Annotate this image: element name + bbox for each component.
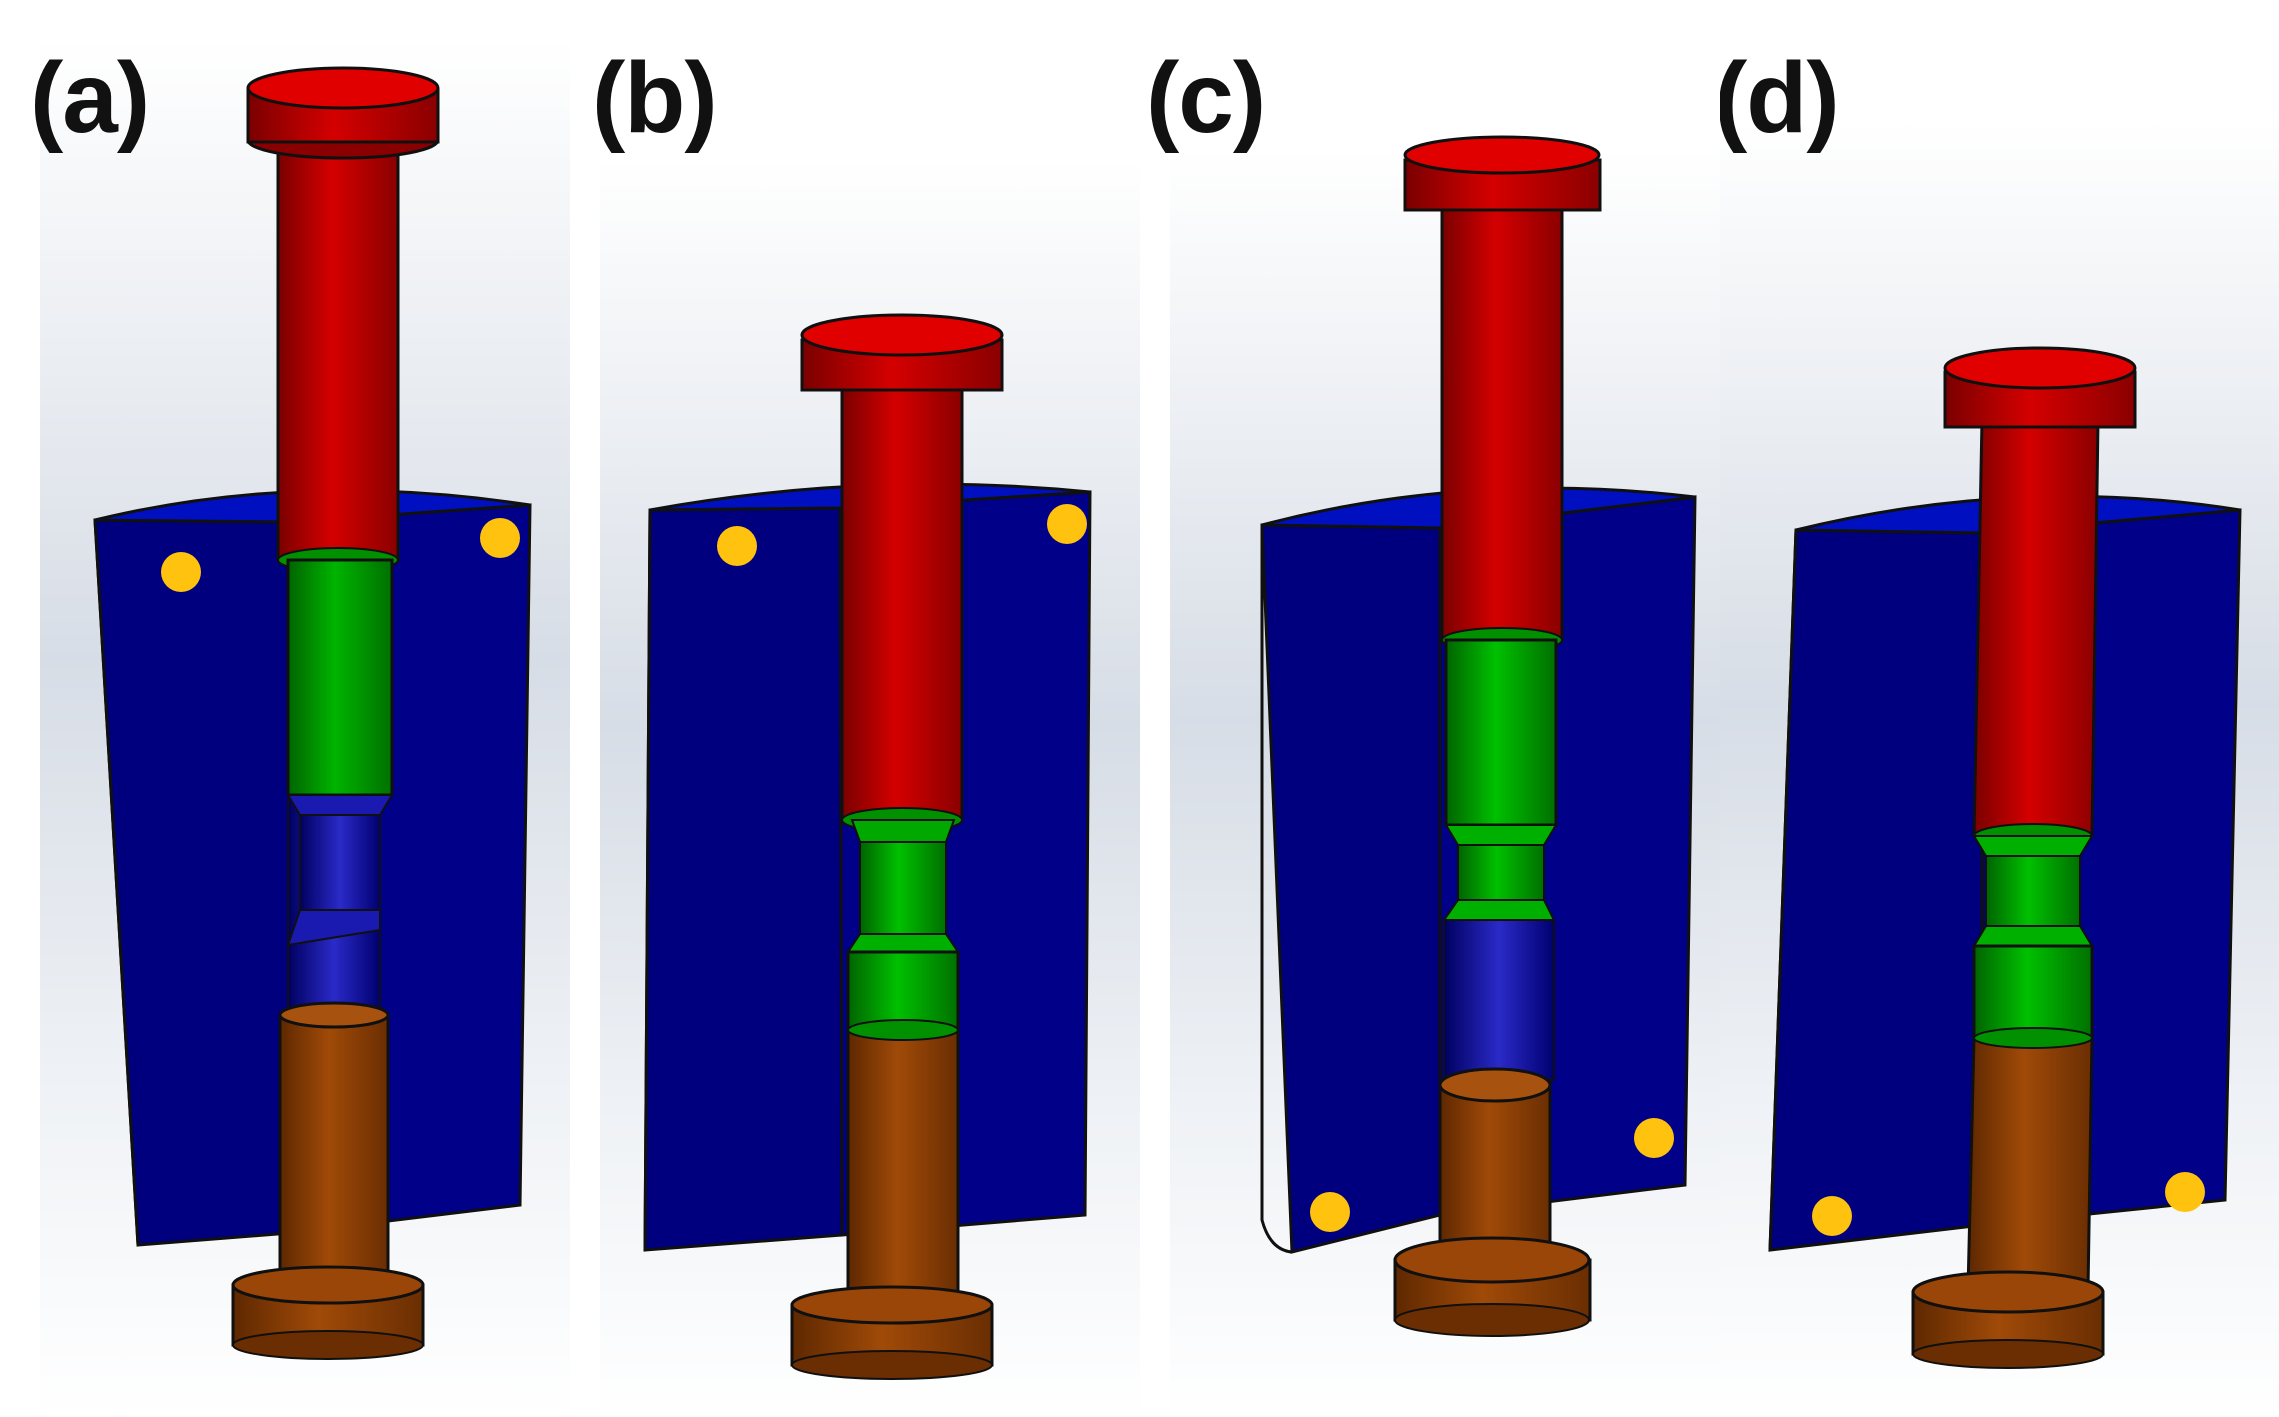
- panel-label-b: (b): [592, 42, 718, 154]
- upper-punch-head-top: [1943, 346, 2137, 390]
- billet: [286, 558, 394, 797]
- marker-dot: [1812, 1196, 1852, 1236]
- upper-punch-stem: [840, 378, 964, 822]
- billet: [846, 950, 960, 1034]
- bore-waist: [299, 814, 381, 911]
- lower-punch-stem-top: [847, 1019, 959, 1041]
- panel-a-drawing: [40, 40, 570, 1417]
- billet-neck: [286, 794, 394, 816]
- die-body: [643, 506, 844, 1252]
- upper-punch-stem: [276, 128, 400, 562]
- lower-punch-base-bottom: [1912, 1339, 2104, 1369]
- billet-step: [1972, 925, 2094, 947]
- die-edge: [643, 509, 652, 1251]
- panel-b-drawing: [600, 160, 1140, 1417]
- marker-dot: [717, 526, 757, 566]
- panel-d-drawing: [1720, 120, 2279, 1417]
- marker-dot: [1047, 504, 1087, 544]
- bore: [1443, 919, 1555, 1081]
- die-body: [1768, 528, 1984, 1252]
- lower-punch-base-top: [1393, 1236, 1591, 1284]
- billet-neck: [1972, 835, 2094, 857]
- marker-dot: [1634, 1118, 1674, 1158]
- die-edge: [93, 519, 140, 1246]
- die-edge: [1768, 529, 1798, 1251]
- marker-dot: [161, 552, 201, 592]
- lower-punch-base-bottom: [1394, 1303, 1590, 1337]
- lower-punch-stem: [1966, 1036, 2094, 1292]
- bore-step: [286, 909, 381, 947]
- lower-punch-stem: [278, 1013, 390, 1287]
- die-bottom-curve: [1260, 525, 1293, 1254]
- panel-c-drawing: [1170, 135, 1720, 1417]
- upper-punch-stem: [1440, 198, 1564, 642]
- lower-punch-base-bottom: [791, 1350, 993, 1380]
- lower-punch-base-top: [1911, 1270, 2105, 1314]
- lower-punch-stem-top: [1973, 1027, 2093, 1049]
- upper-punch-stem: [1972, 418, 2100, 837]
- lower-punch-stem: [1438, 1078, 1552, 1262]
- upper-punch-head-top: [246, 66, 440, 110]
- lower-punch-base-bottom: [232, 1330, 424, 1360]
- billet-neck: [1444, 824, 1558, 846]
- upper-punch-head-top: [800, 313, 1004, 357]
- panel-b: (b): [570, 0, 1150, 1417]
- die-body: [1260, 523, 1442, 1254]
- panel-d: (d): [1720, 0, 2279, 1417]
- upper-punch-head-top: [1403, 135, 1601, 175]
- marker-dot: [480, 518, 520, 558]
- panel-c: (c): [1150, 0, 1720, 1417]
- marker-dot: [2165, 1172, 2205, 1212]
- billet: [1444, 638, 1558, 827]
- billet-waist: [859, 841, 947, 935]
- lower-punch-stem-top: [278, 1001, 390, 1029]
- billet-step: [1442, 899, 1556, 921]
- lower-punch-stem-top: [1438, 1067, 1552, 1103]
- panel-label-a: (a): [30, 42, 150, 154]
- billet-waist: [1985, 855, 2081, 927]
- panel-label-c: (c): [1150, 42, 1266, 154]
- billet-waist: [1457, 844, 1545, 901]
- lower-punch-base-top: [231, 1265, 425, 1305]
- marker-dot: [1310, 1192, 1350, 1232]
- panel-label-d: (d): [1720, 42, 1840, 154]
- billet-neck: [850, 819, 956, 843]
- panel-a: (a): [0, 0, 570, 1417]
- billet: [1972, 944, 2094, 1040]
- billet-step: [846, 933, 960, 953]
- lower-punch-base-top: [790, 1285, 994, 1325]
- lower-punch-stem: [846, 1028, 960, 1302]
